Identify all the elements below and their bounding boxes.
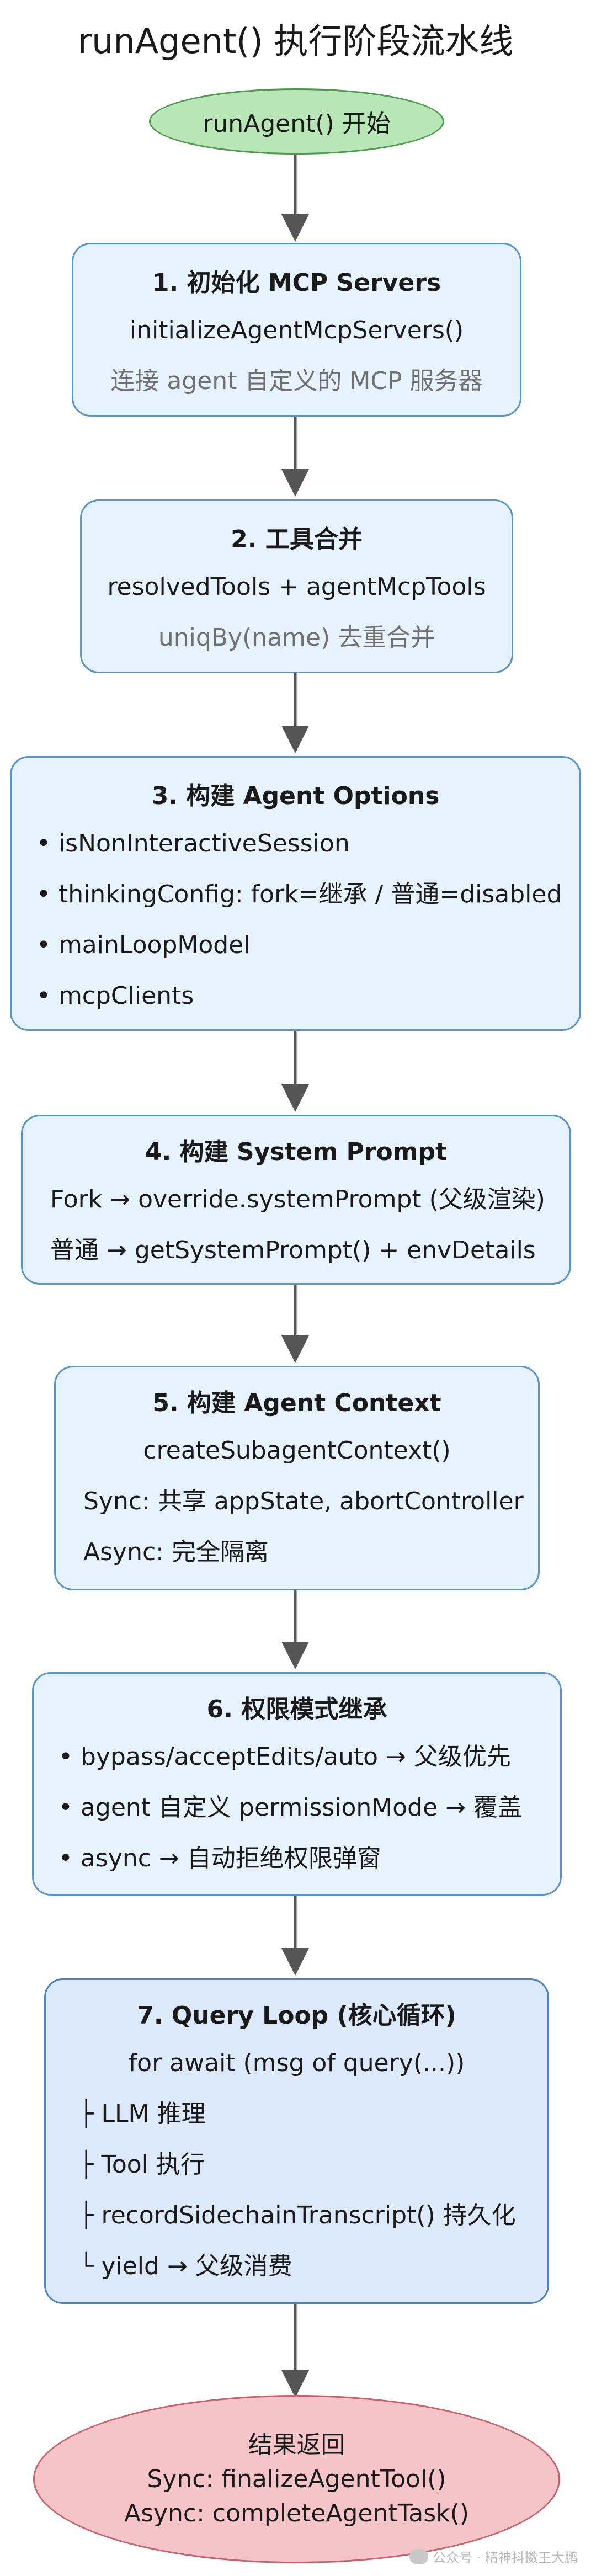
start-label: runAgent() 开始 — [203, 110, 391, 138]
step-5-title: 5. 构建 Agent Context — [152, 1389, 441, 1417]
step-5-line: Async: 完全隔离 — [83, 1538, 269, 1566]
step-2-line: resolvedTools + agentMcpTools — [107, 573, 486, 601]
step-6-item: • agent 自定义 permissionMode → 覆盖 — [58, 1793, 523, 1822]
end-async-line: Async: completeAgentTask() — [124, 2499, 469, 2527]
step-3-item: • thinkingConfig: fork=继承 / 普通=disabled — [36, 880, 562, 908]
step-1-note: 连接 agent 自定义的 MCP 服务器 — [110, 367, 483, 395]
step-3-list: • isNonInteractiveSession • thinkingConf… — [12, 818, 579, 1021]
step-4-list: Fork → override.systemPrompt (父级渲染) 普通 →… — [23, 1174, 569, 1276]
step-6-item: • bypass/acceptEdits/auto → 父级优先 — [58, 1743, 511, 1771]
step-1-line: initializeAgentMcpServers() — [129, 316, 464, 344]
step-2-note: uniqBy(name) 去重合并 — [158, 624, 435, 652]
watermark-text: 公众号 · 精神抖擞王大鹏 — [433, 2550, 578, 2566]
step-2-node: 2. 工具合并 resolvedTools + agentMcpTools un… — [80, 499, 513, 673]
step-1-node: 1. 初始化 MCP Servers initializeAgentMcpSer… — [72, 243, 521, 417]
step-6-node: 6. 权限模式继承 • bypass/acceptEdits/auto → 父级… — [32, 1672, 562, 1896]
step-7-item: ├ Tool 执行 — [79, 2151, 205, 2179]
step-5-line: createSubagentContext() — [143, 1436, 451, 1465]
start-node: runAgent() 开始 — [149, 88, 444, 155]
step-6-list: • bypass/acceptEdits/auto → 父级优先 • agent… — [34, 1732, 560, 1884]
step-3-item: • isNonInteractiveSession — [36, 829, 350, 858]
step-3-item: • mainLoopModel — [36, 931, 251, 959]
step-4-line: Fork → override.systemPrompt (父级渲染) — [50, 1185, 545, 1214]
step-6-title: 6. 权限模式继承 — [206, 1695, 387, 1723]
step-7-item: ├ recordSidechainTranscript() 持久化 — [79, 2201, 516, 2229]
wechat-icon — [409, 2548, 429, 2564]
step-5-line: Sync: 共享 appState, abortController — [83, 1487, 524, 1515]
step-7-title: 7. Query Loop (核心循环) — [137, 2002, 456, 2030]
step-2-title: 2. 工具合并 — [231, 525, 363, 553]
step-3-title: 3. 构建 Agent Options — [151, 782, 440, 810]
step-4-node: 4. 构建 System Prompt Fork → override.syst… — [21, 1115, 571, 1285]
step-5-node: 5. 构建 Agent Context createSubagentContex… — [54, 1366, 540, 1590]
step-6-item: • async → 自动拒绝权限弹窗 — [58, 1844, 381, 1872]
end-title: 结果返回 — [248, 2430, 345, 2459]
end-node: 结果返回 Sync: finalizeAgentTool() Async: co… — [33, 2395, 560, 2563]
step-1-title: 1. 初始化 MCP Servers — [152, 269, 441, 297]
step-3-item: • mcpClients — [36, 982, 194, 1010]
step-3-node: 3. 构建 Agent Options • isNonInteractiveSe… — [10, 756, 581, 1031]
step-4-line: 普通 → getSystemPrompt() + envDetails — [50, 1236, 536, 1264]
watermark: 公众号 · 精神抖擞王大鹏 — [409, 2547, 578, 2566]
step-4-title: 4. 构建 System Prompt — [145, 1138, 448, 1166]
step-7-list: ├ LLM 推理 ├ Tool 执行 ├ recordSidechainTran… — [46, 2089, 547, 2292]
step-7-line: for await (msg of query(...)) — [128, 2049, 465, 2077]
diagram-title: runAgent() 执行阶段流水线 — [77, 21, 514, 61]
end-sync-line: Sync: finalizeAgentTool() — [147, 2465, 446, 2493]
step-7-item: └ yield → 父级消费 — [79, 2252, 292, 2280]
step-5-list: createSubagentContext() Sync: 共享 appStat… — [56, 1425, 538, 1578]
step-7-item: ├ LLM 推理 — [79, 2100, 206, 2128]
step-7-node: 7. Query Loop (核心循环) for await (msg of q… — [44, 1978, 549, 2304]
